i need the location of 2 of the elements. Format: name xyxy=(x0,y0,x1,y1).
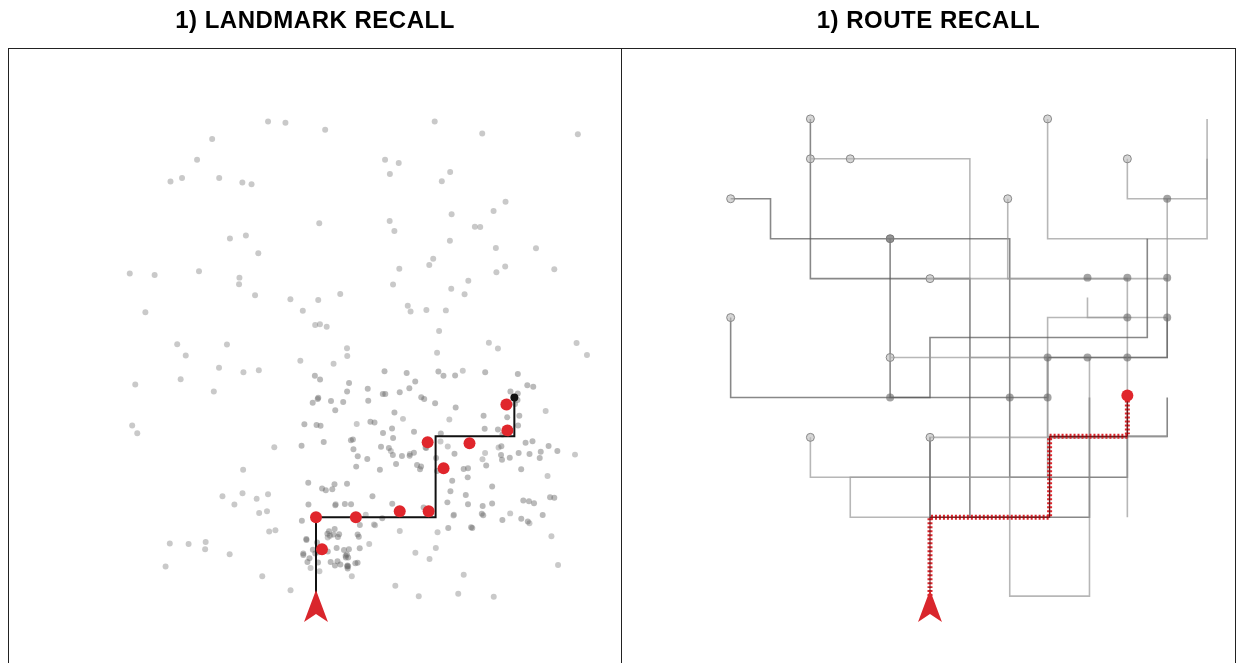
panel-title: 1) LANDMARK RECALL xyxy=(175,6,455,34)
panel-title: 1) ROUTE RECALL xyxy=(816,6,1041,34)
